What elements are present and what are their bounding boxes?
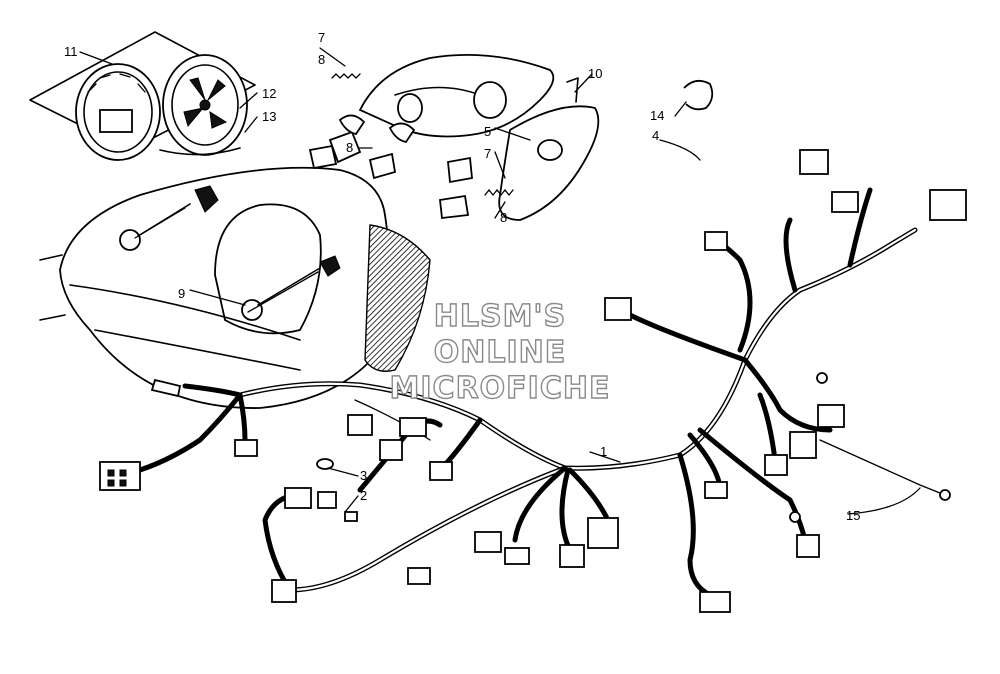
- connector-i: [504, 547, 530, 565]
- callout-15: 15: [846, 508, 860, 523]
- speedometer-display: [99, 109, 133, 133]
- connector-o: [764, 454, 788, 476]
- callouts: 1 2 3 4 5 7 7 8 8 8 9 10 11 12 13 14 15: [64, 30, 860, 523]
- connector-k: [587, 517, 619, 549]
- connector-q: [817, 404, 845, 428]
- watermark-line-2: ONLINE: [434, 335, 567, 370]
- spring-top: [331, 73, 361, 79]
- connector-s: [704, 231, 728, 251]
- socket-a: [328, 130, 362, 164]
- fairing-opening: [214, 203, 322, 335]
- connector-g: [429, 461, 453, 481]
- callout-8b: 8: [346, 140, 353, 155]
- grommet: [316, 458, 334, 470]
- connector-j: [559, 544, 585, 568]
- connector-w: [284, 487, 312, 509]
- callout-7b: 7: [484, 146, 491, 161]
- callout-12: 12: [262, 86, 276, 101]
- springs: [134, 73, 514, 313]
- socket-c: [368, 152, 397, 180]
- connector-v: [929, 189, 967, 221]
- watermark-line-3: MICROFICHE: [390, 371, 611, 406]
- fastener-left: [119, 229, 141, 251]
- connector-e: [379, 439, 403, 461]
- connector-l: [699, 591, 731, 613]
- callout-7a: 7: [318, 30, 325, 45]
- connector-m: [704, 481, 728, 499]
- socket-d: [447, 156, 473, 184]
- grille: [364, 224, 431, 372]
- connector-f: [399, 417, 427, 437]
- connector-t: [799, 149, 829, 175]
- socket-e: [439, 194, 470, 219]
- connector-d: [347, 414, 373, 436]
- clip: [344, 511, 358, 522]
- callout-5: 5: [484, 124, 491, 139]
- connector-z: [407, 567, 431, 585]
- callout-4: 4: [652, 128, 659, 143]
- callout-2: 2: [360, 488, 367, 503]
- connector-x: [317, 491, 337, 509]
- gauge-assembly: [29, 31, 256, 161]
- callout-3: 3: [360, 468, 367, 483]
- watermark-line-1: HLSM'S: [434, 299, 566, 334]
- callout-9: 9: [178, 286, 185, 301]
- callout-1: 1: [600, 444, 607, 459]
- callout-8c: 8: [500, 210, 507, 225]
- watermark: HLSM'S ONLINE MICROFICHE: [389, 298, 611, 406]
- upper-cover: [358, 53, 600, 221]
- bulb-a: [338, 114, 366, 136]
- connector-p: [789, 431, 817, 459]
- callout-10: 10: [588, 66, 602, 81]
- connector-u: [831, 191, 859, 213]
- side-panel: [498, 105, 600, 221]
- socket-b: [308, 144, 338, 170]
- bulb-b: [388, 122, 416, 144]
- connector-y: [271, 579, 297, 603]
- callout-8a: 8: [318, 52, 325, 67]
- fastener-rods: [134, 207, 319, 313]
- spring-right: [484, 188, 514, 197]
- leader-lines: [79, 47, 921, 515]
- callout-13: 13: [262, 109, 276, 124]
- callout-11: 11: [64, 44, 78, 59]
- callout-14: 14: [650, 108, 664, 123]
- connectors: [99, 114, 967, 613]
- hose-clamp: [683, 79, 714, 111]
- lamp-socket: [473, 81, 507, 119]
- main-harness: [137, 187, 946, 598]
- connector-r: [604, 297, 632, 321]
- connector-h: [474, 531, 502, 553]
- connector-c: [150, 378, 182, 398]
- connector-b: [234, 439, 258, 457]
- front-fairing: [39, 166, 431, 409]
- connector-n: [796, 534, 820, 558]
